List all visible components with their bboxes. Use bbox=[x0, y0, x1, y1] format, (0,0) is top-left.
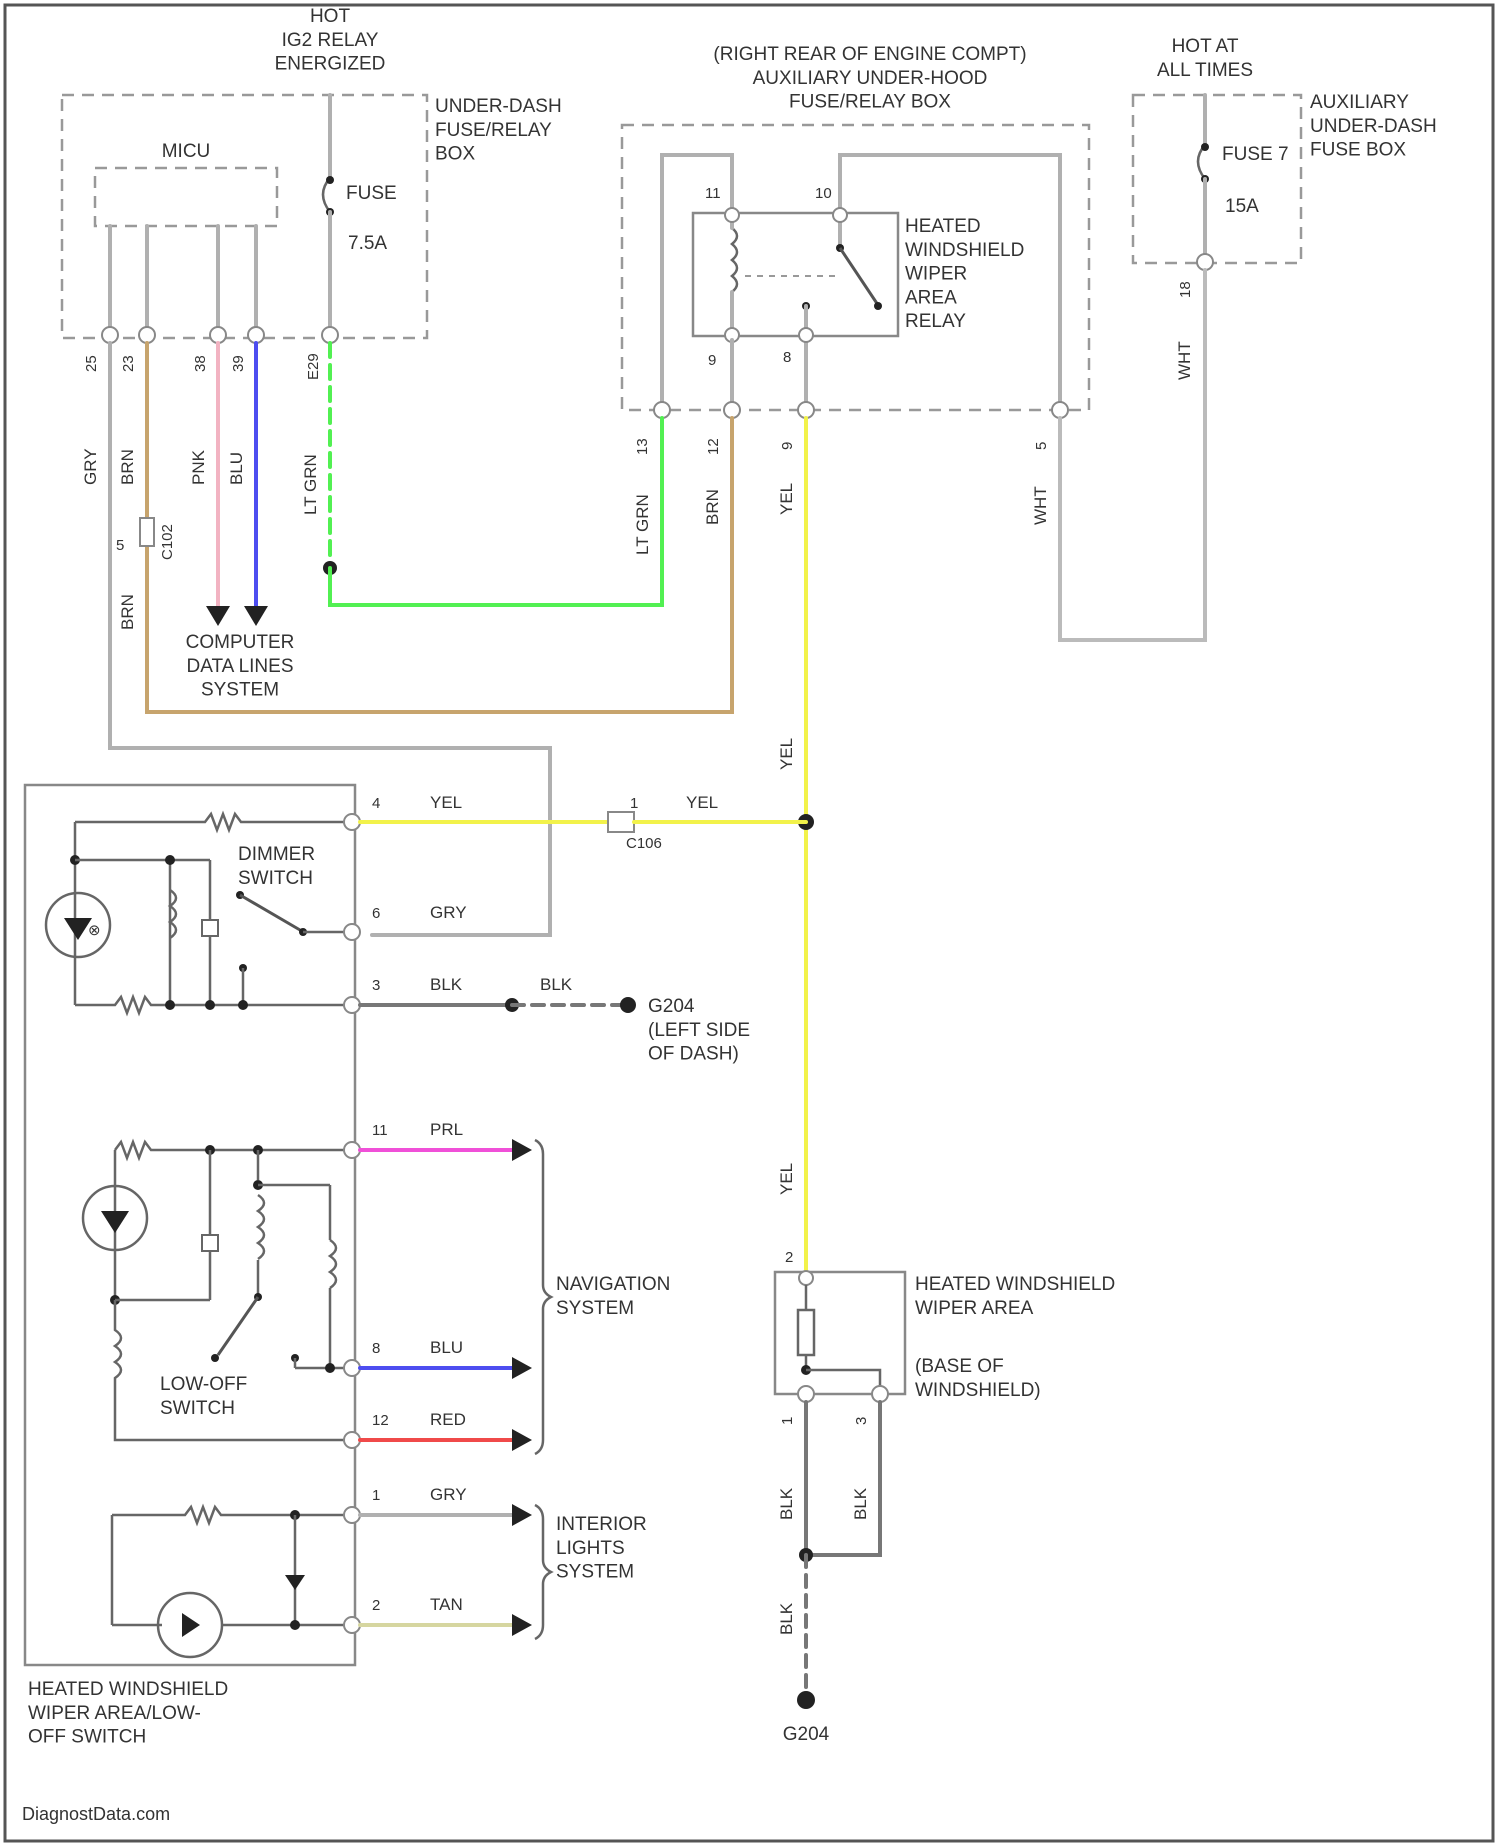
fuse-a-rating: 7.5A bbox=[348, 233, 387, 254]
svg-text:BLU: BLU bbox=[430, 1338, 463, 1357]
svg-text:GRY: GRY bbox=[81, 448, 100, 485]
svg-text:9: 9 bbox=[779, 442, 796, 450]
svg-text:3: 3 bbox=[853, 1417, 870, 1425]
svg-text:1: 1 bbox=[779, 1417, 796, 1425]
svg-text:WHT: WHT bbox=[1175, 341, 1194, 380]
svg-text:1: 1 bbox=[372, 1487, 380, 1504]
svg-text:YEL: YEL bbox=[777, 1163, 796, 1195]
svg-text:WHT: WHT bbox=[1031, 486, 1050, 525]
svg-text:39: 39 bbox=[230, 355, 247, 372]
svg-text:PNK: PNK bbox=[189, 449, 208, 485]
svg-text:6: 6 bbox=[372, 905, 380, 922]
svg-text:YEL: YEL bbox=[430, 793, 462, 812]
svg-text:LT GRN: LT GRN bbox=[301, 454, 320, 515]
svg-text:C102: C102 bbox=[159, 524, 176, 560]
svg-text:BRN: BRN bbox=[118, 594, 137, 630]
svg-text:BLK: BLK bbox=[777, 1602, 796, 1635]
svg-text:BLK: BLK bbox=[851, 1487, 870, 1520]
svg-text:11: 11 bbox=[372, 1122, 388, 1139]
svg-text:23: 23 bbox=[120, 355, 137, 372]
svg-text:YEL: YEL bbox=[777, 738, 796, 770]
svg-text:GRY: GRY bbox=[430, 1485, 467, 1504]
svg-text:BLU: BLU bbox=[227, 452, 246, 485]
svg-text:2: 2 bbox=[372, 1597, 380, 1614]
fuse-a-name: FUSE bbox=[346, 183, 397, 204]
svg-text:BRN: BRN bbox=[118, 449, 137, 485]
fuse-b-rating: 15A bbox=[1225, 196, 1259, 217]
svg-text:13: 13 bbox=[634, 438, 651, 455]
diagram-border bbox=[5, 5, 1493, 1841]
svg-text:12: 12 bbox=[705, 438, 722, 455]
svg-text:25: 25 bbox=[83, 355, 100, 372]
svg-text:BLK: BLK bbox=[540, 975, 573, 994]
svg-text:9: 9 bbox=[708, 352, 716, 369]
fuse-b-name: FUSE 7 bbox=[1222, 144, 1289, 165]
svg-text:5: 5 bbox=[116, 537, 124, 554]
svg-text:LT GRN: LT GRN bbox=[633, 494, 652, 555]
svg-text:BLK: BLK bbox=[430, 975, 463, 994]
svg-text:⊗: ⊗ bbox=[88, 922, 101, 939]
svg-text:YEL: YEL bbox=[686, 793, 718, 812]
micu-label: MICU bbox=[162, 141, 211, 162]
svg-text:BLK: BLK bbox=[777, 1487, 796, 1520]
svg-text:GRY: GRY bbox=[430, 903, 467, 922]
svg-text:1: 1 bbox=[630, 795, 638, 812]
svg-text:8: 8 bbox=[372, 1340, 380, 1357]
svg-text:BRN: BRN bbox=[703, 489, 722, 525]
svg-text:3: 3 bbox=[372, 977, 380, 994]
svg-text:5: 5 bbox=[1033, 442, 1050, 450]
watermark: DiagnostData.com bbox=[22, 1804, 170, 1824]
svg-text:PRL: PRL bbox=[430, 1120, 463, 1139]
svg-text:YEL: YEL bbox=[777, 483, 796, 515]
svg-text:10: 10 bbox=[815, 185, 832, 202]
svg-text:18: 18 bbox=[1177, 281, 1194, 298]
svg-text:11: 11 bbox=[705, 185, 721, 202]
ground-g204-label: G204 bbox=[783, 1724, 830, 1745]
svg-text:4: 4 bbox=[372, 795, 380, 812]
svg-text:38: 38 bbox=[192, 355, 209, 372]
svg-text:C106: C106 bbox=[626, 835, 662, 852]
svg-text:8: 8 bbox=[783, 349, 791, 366]
aux-hood-box-label: (RIGHT REAR OF ENGINE COMPT)AUXILIARY UN… bbox=[713, 44, 1026, 113]
aux-under-hood-box: (RIGHT REAR OF ENGINE COMPT)AUXILIARY UN… bbox=[622, 44, 1089, 455]
svg-text:RED: RED bbox=[430, 1410, 466, 1429]
svg-text:E29: E29 bbox=[305, 353, 322, 380]
svg-text:12: 12 bbox=[372, 1412, 389, 1429]
svg-text:2: 2 bbox=[785, 1249, 793, 1266]
svg-text:TAN: TAN bbox=[430, 1595, 463, 1614]
